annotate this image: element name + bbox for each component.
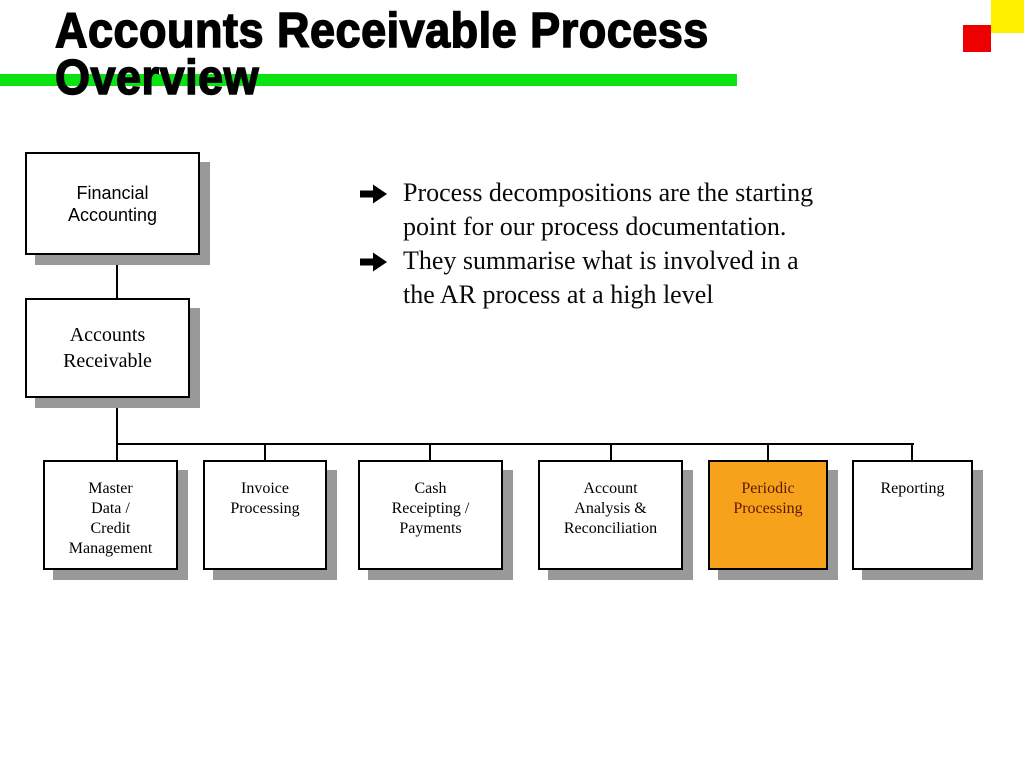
connector-vertical-top (116, 255, 118, 298)
node-cash-receipting-payments: Cash Receipting / Payments (358, 460, 503, 570)
node-label: Accounts Receivable (63, 324, 152, 372)
node-account-analysis-reconciliation: Account Analysis & Reconciliation (538, 460, 683, 570)
node-invoice-processing: Invoice Processing (203, 460, 327, 570)
bullet-text: They summarise what is involved in a the… (403, 246, 799, 309)
bullet-item: They summarise what is involved in a the… (360, 244, 900, 312)
node-label: Account Analysis & Reconciliation (563, 480, 658, 537)
bullet-list: Process decompositions are the starting … (360, 176, 900, 312)
connector-stub (767, 445, 769, 460)
bullet-item: Process decompositions are the starting … (360, 176, 900, 244)
node-label: Reporting (880, 480, 945, 497)
connector-stub (116, 445, 118, 460)
connector-stub (429, 445, 431, 460)
node-label: Periodic Processing (733, 480, 803, 517)
connector-horizontal-rail (116, 443, 914, 445)
connector-stub (610, 445, 612, 460)
node-financial-accounting: Financial Accounting (25, 152, 200, 255)
node-master-data-credit-management: Master Data / Credit Management (43, 460, 178, 570)
green-accent-bar (0, 74, 737, 86)
arrow-right-icon (360, 176, 403, 211)
node-periodic-processing-highlighted: Periodic Processing (708, 460, 828, 570)
node-label: Cash Receipting / Payments (391, 480, 470, 537)
bullet-text: Process decompositions are the starting … (403, 178, 814, 241)
arrow-right-icon (360, 244, 403, 279)
node-label: Invoice Processing (230, 480, 300, 517)
slide-title-line2: Overview (54, 48, 260, 105)
slide-title-line1: Accounts Receivable Process (54, 1, 709, 58)
node-label: Master Data / Credit Management (68, 480, 153, 557)
yellow-corner-square (991, 0, 1024, 33)
node-accounts-receivable: Accounts Receivable (25, 298, 190, 398)
node-reporting: Reporting (852, 460, 973, 570)
connector-stub (264, 445, 266, 460)
red-corner-square (963, 25, 991, 52)
connector-stub (911, 445, 913, 460)
node-label: Financial Accounting (67, 182, 158, 225)
connector-vertical-bottom (116, 398, 118, 443)
